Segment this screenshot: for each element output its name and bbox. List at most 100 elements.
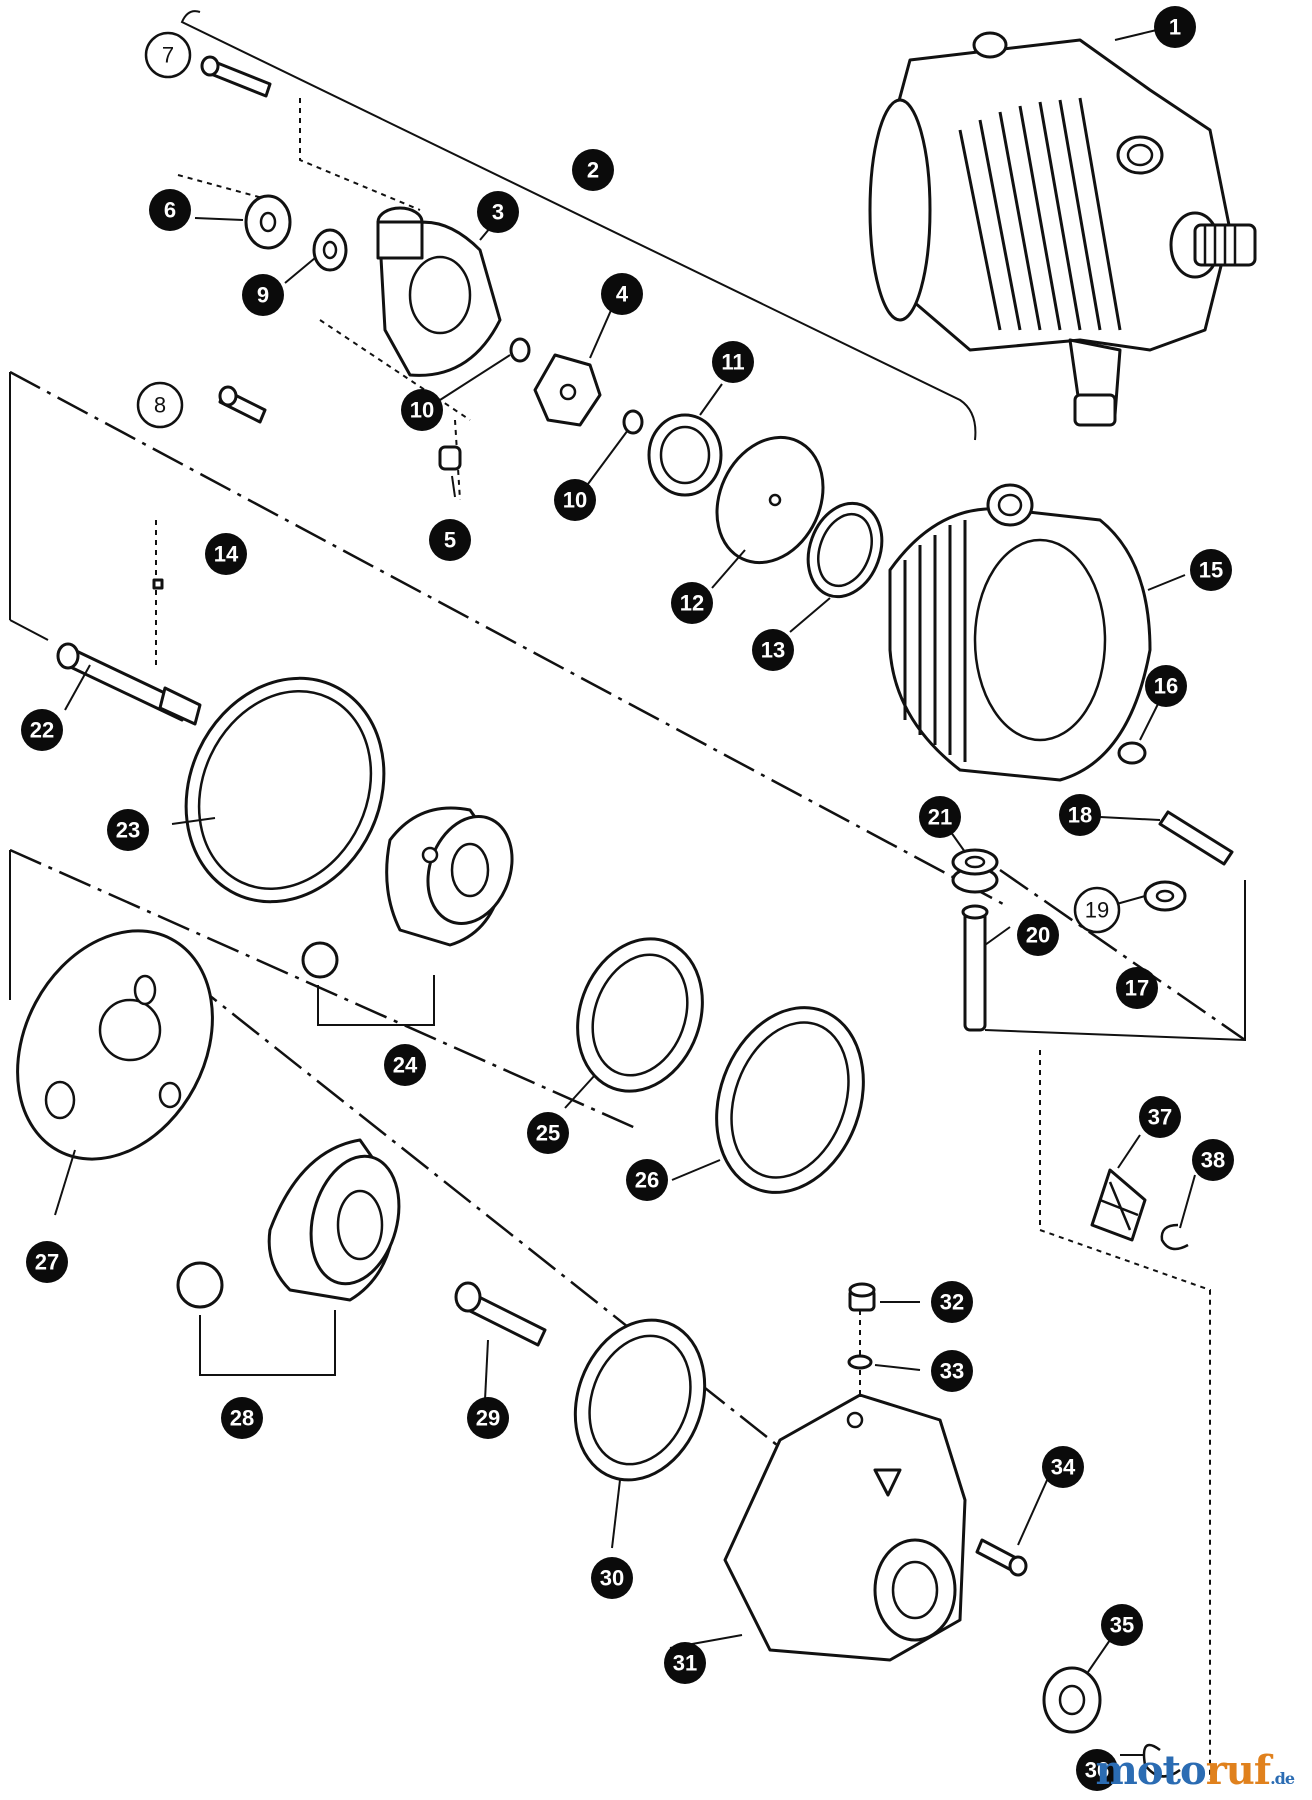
svg-text:6: 6 (164, 198, 176, 223)
callout-19: 19 (1073, 886, 1121, 934)
svg-text:37: 37 (1148, 1105, 1172, 1130)
callout-15: 15 (1190, 549, 1232, 591)
svg-text:26: 26 (635, 1168, 659, 1193)
callout-36: 36 (1076, 1749, 1118, 1791)
ring-23 (184, 676, 386, 904)
callout-8: 8 (136, 381, 184, 429)
svg-text:2: 2 (587, 158, 599, 183)
callout-7: 7 (144, 31, 192, 79)
o-ring-10b (622, 409, 644, 435)
svg-text:21: 21 (928, 805, 952, 830)
callout-26: 26 (626, 1159, 668, 1201)
housing-15 (888, 483, 1152, 782)
callout-33: 33 (931, 1350, 973, 1392)
callout-38: 38 (1192, 1139, 1234, 1181)
shaft-20 (961, 904, 989, 1032)
svg-text:38: 38 (1201, 1148, 1225, 1173)
callout-35: 35 (1101, 1604, 1143, 1646)
svg-text:31: 31 (673, 1651, 697, 1676)
cover-31 (723, 1393, 967, 1662)
shaft-29 (454, 1281, 547, 1347)
o-ring-10a (509, 337, 531, 363)
svg-text:22: 22 (30, 718, 54, 743)
svg-text:9: 9 (257, 283, 269, 308)
callout-13: 13 (752, 629, 794, 671)
washer-19 (1143, 880, 1187, 912)
callout-2: 2 (572, 149, 614, 191)
bushing-5 (438, 445, 462, 471)
pump-assembly (868, 31, 1257, 427)
svg-text:32: 32 (940, 1290, 964, 1315)
key-14 (152, 578, 164, 590)
callout-20: 20 (1017, 914, 1059, 956)
svg-text:11: 11 (721, 350, 744, 375)
callout-23: 23 (107, 809, 149, 851)
callout-12: 12 (671, 582, 713, 624)
svg-text:36: 36 (1085, 1758, 1109, 1783)
svg-text:1: 1 (1169, 15, 1181, 40)
callout-6: 6 (149, 189, 191, 231)
callout-37: 37 (1139, 1096, 1181, 1138)
svg-text:4: 4 (616, 282, 629, 307)
svg-text:15: 15 (1199, 558, 1223, 583)
svg-text:10: 10 (563, 488, 587, 513)
callout-28: 28 (221, 1397, 263, 1439)
callout-11: 11 (712, 341, 754, 383)
clip-38 (1160, 1223, 1189, 1251)
ring-30 (573, 1318, 707, 1482)
bearing-35 (1042, 1666, 1102, 1734)
callout-31: 31 (664, 1642, 706, 1684)
plate-12 (715, 435, 825, 565)
svg-text:28: 28 (230, 1406, 254, 1431)
shaft-22 (56, 642, 202, 726)
pump-head (376, 206, 502, 377)
callout-21: 21 (919, 796, 961, 838)
svg-text:8: 8 (154, 393, 166, 418)
svg-text:35: 35 (1110, 1613, 1134, 1638)
svg-text:30: 30 (600, 1566, 624, 1591)
washer-6 (244, 194, 292, 250)
svg-text:18: 18 (1068, 803, 1092, 828)
svg-text:14: 14 (214, 542, 239, 567)
svg-text:12: 12 (680, 591, 704, 616)
svg-text:19: 19 (1085, 898, 1109, 923)
bolt-7 (200, 55, 272, 98)
callout-1: 1 (1154, 6, 1196, 48)
o-ring-33 (847, 1354, 873, 1370)
callout-22: 22 (21, 709, 63, 751)
disc-plate-27 (16, 929, 214, 1161)
plug-16 (1117, 741, 1147, 765)
cam-24 (301, 806, 514, 1026)
callout-18: 18 (1059, 794, 1101, 836)
clip-36 (1142, 1743, 1181, 1778)
svg-text:24: 24 (393, 1053, 418, 1078)
callout-4: 4 (601, 273, 643, 315)
callout-32: 32 (931, 1281, 973, 1323)
callout-30: 30 (591, 1557, 633, 1599)
svg-text:20: 20 (1026, 923, 1050, 948)
svg-text:3: 3 (492, 200, 504, 225)
seal-ring-11 (647, 413, 723, 497)
callout-9: 9 (242, 274, 284, 316)
bushing-21 (951, 848, 999, 894)
callout-17: 17 (1116, 967, 1158, 1009)
callout-27: 27 (26, 1241, 68, 1283)
callout-25: 25 (527, 1112, 569, 1154)
seal-9 (312, 228, 348, 272)
svg-text:34: 34 (1051, 1455, 1076, 1480)
svg-text:27: 27 (35, 1250, 59, 1275)
band-26 (715, 1006, 865, 1194)
motoruf-watermark: motoruf.de (1095, 1747, 1295, 1794)
svg-text:17: 17 (1125, 976, 1149, 1001)
callout-29: 29 (467, 1397, 509, 1439)
cam-28 (176, 1138, 401, 1376)
svg-text:16: 16 (1154, 674, 1178, 699)
gasket-13 (806, 501, 884, 599)
svg-text:7: 7 (162, 43, 174, 68)
svg-text:25: 25 (536, 1121, 560, 1146)
svg-text:33: 33 (940, 1359, 964, 1384)
svg-text:23: 23 (116, 818, 140, 843)
callout-10b: 10 (554, 479, 596, 521)
bolt-8 (218, 385, 267, 424)
